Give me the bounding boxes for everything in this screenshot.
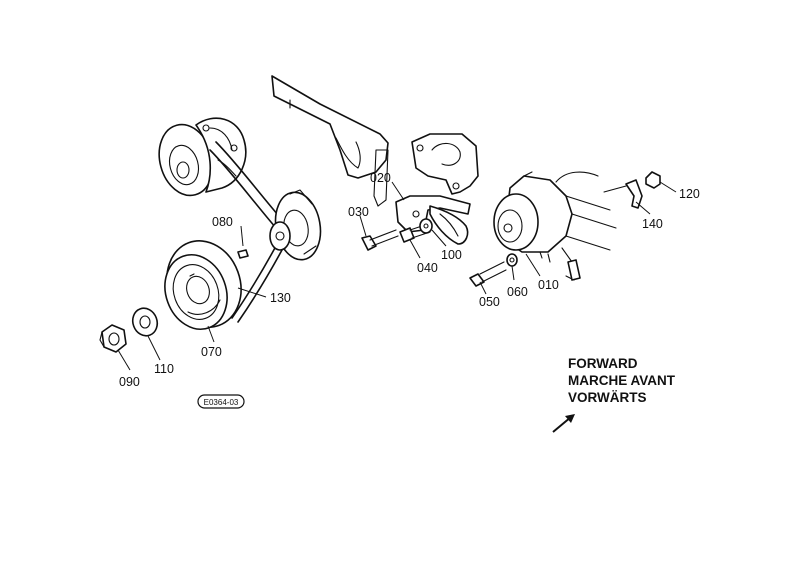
label-080: 100 <box>441 248 462 262</box>
bolt-050 <box>469 261 507 287</box>
bolt-040 <box>399 223 431 243</box>
clip-140 <box>603 179 643 209</box>
nut-110 <box>99 324 127 353</box>
key-part <box>237 249 249 259</box>
alternator <box>493 171 617 281</box>
forward-label-de: VORWÄRTS <box>568 390 647 405</box>
label-130: 130 <box>270 291 291 305</box>
forward-arrow-icon <box>552 414 575 433</box>
figure-code-tag: E0364-03 <box>197 394 245 409</box>
label-090: 070 <box>201 345 222 359</box>
water-pump-pulley <box>158 117 247 197</box>
label-100: 080 <box>212 215 233 229</box>
leader-lines <box>117 181 677 371</box>
alternator-pulley <box>269 189 322 261</box>
label-060: 120 <box>679 187 700 201</box>
mounting-plate <box>271 75 389 207</box>
thermostat-housing <box>411 133 479 195</box>
washer-120 <box>131 307 159 337</box>
bolt-030 <box>361 229 399 251</box>
label-140: 140 <box>642 217 663 231</box>
washer-070 <box>506 253 518 267</box>
label-050: 050 <box>479 295 500 309</box>
label-040: 040 <box>417 261 438 275</box>
forward-direction-block: FORWARD MARCHE AVANT VORWÄRTS <box>552 356 676 433</box>
label-030: 030 <box>348 205 369 219</box>
washer-080 <box>419 218 433 234</box>
forward-label-en: FORWARD <box>568 356 638 371</box>
label-070: 060 <box>507 285 528 299</box>
label-010: 010 <box>538 278 559 292</box>
label-110: 090 <box>119 375 140 389</box>
label-120: 110 <box>154 362 174 376</box>
nut-060 <box>645 171 661 189</box>
crank-pulley <box>164 240 242 330</box>
stay-bracket <box>395 195 471 245</box>
figure-code: E0364-03 <box>204 398 239 407</box>
label-020: 020 <box>370 171 391 185</box>
forward-label-fr: MARCHE AVANT <box>568 373 676 388</box>
